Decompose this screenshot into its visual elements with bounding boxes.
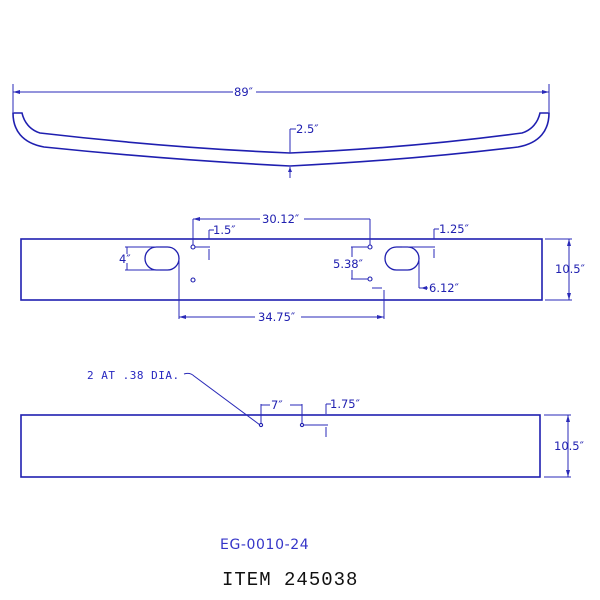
arrowhead-icon: [421, 286, 427, 290]
front-height-label: 10.5″: [555, 262, 586, 276]
mounting-hole: [367, 244, 373, 250]
arrowhead-icon: [377, 315, 384, 319]
mounting-slot-right: [384, 246, 420, 271]
hole-spacing-label: 7″: [271, 398, 283, 412]
front-plate-outline: [20, 238, 543, 301]
note-leader-line: [183, 372, 261, 426]
mounting-hole: [299, 422, 305, 428]
arrowhead-icon: [193, 217, 200, 221]
mounting-hole: [367, 276, 373, 282]
mounting-hole: [258, 422, 264, 428]
mounting-slot-left: [144, 246, 180, 271]
arrowhead-icon: [13, 90, 20, 94]
hole-offset-left-label: 1.5″: [213, 223, 236, 237]
slot-spacing-bottom-label: 34.75″: [258, 310, 296, 324]
hole-spacing-top-label: 30.12″: [262, 212, 300, 226]
part-number: EG-0010-24: [220, 537, 309, 553]
center-depth-label: 2.5″: [296, 122, 319, 136]
arrowhead-icon: [288, 167, 292, 172]
item-number: ITEM 245038: [222, 569, 358, 591]
arrowhead-icon: [567, 293, 571, 300]
arrowhead-icon: [566, 415, 570, 422]
slot-offset-label: 6.12″: [429, 281, 460, 295]
arrowhead-icon: [542, 90, 549, 94]
overall-width-label: 89″: [234, 85, 254, 99]
hole-offset-label: 1.75″: [330, 397, 361, 411]
mounting-hole: [190, 277, 196, 283]
top-view: 89″ 2.5″: [12, 84, 550, 178]
rear-height-label: 10.5″: [554, 439, 585, 453]
arrowhead-icon: [567, 239, 571, 246]
bumper-outline-top-view: [12, 112, 550, 167]
hole-offset-right-label: 1.25″: [439, 222, 470, 236]
slot-height-label: 4″: [119, 252, 131, 266]
arrowhead-icon: [179, 315, 186, 319]
hole-vertical-spacing-label: 5.38″: [333, 257, 364, 271]
rear-view: 2 AT .38 DIA. 7″ 1.75″ 10.5″: [20, 369, 585, 478]
hole-note-label: 2 AT .38 DIA.: [87, 369, 180, 382]
rear-plate-outline: [20, 414, 541, 478]
front-view: 30.12″ 1.5″ 4″ 34.75″ 5.38″ 1.25″: [20, 212, 586, 324]
arrowhead-icon: [566, 470, 570, 477]
mounting-hole: [190, 244, 196, 250]
